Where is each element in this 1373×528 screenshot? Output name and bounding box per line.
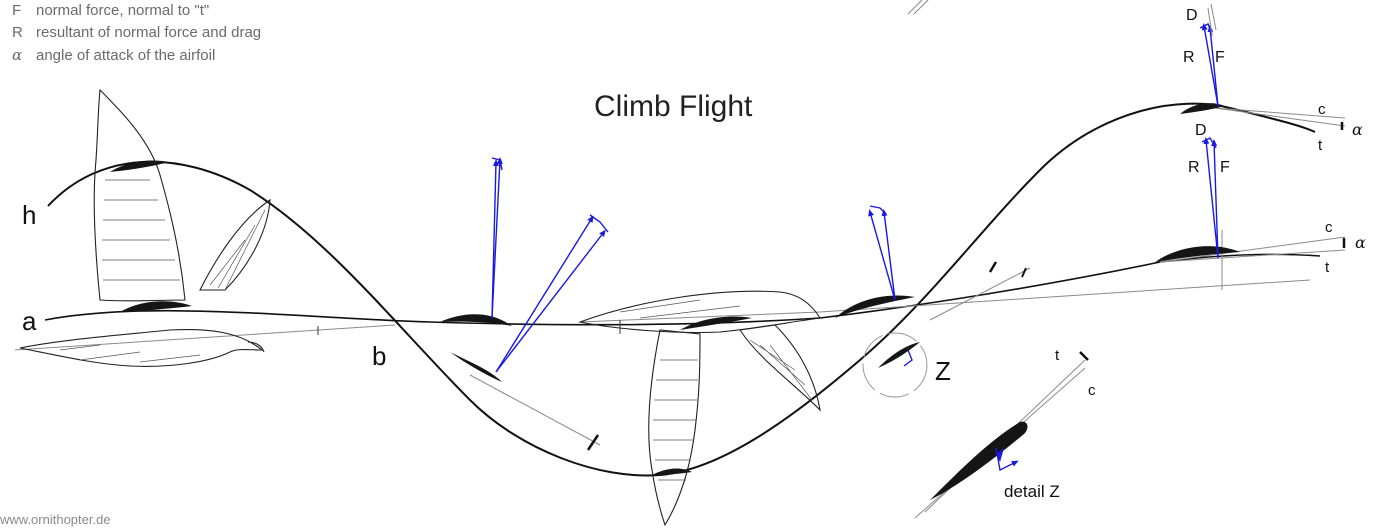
label-c-top: c (1318, 101, 1326, 118)
label-alpha-top: α (1352, 120, 1363, 139)
tick-mark (1022, 268, 1026, 277)
tick-mark (990, 262, 996, 272)
airfoil (450, 352, 502, 382)
airfoil (878, 342, 920, 368)
cropped-line-marks (908, 0, 928, 14)
drag-vector-line (1208, 4, 1216, 36)
tick-mark (588, 435, 598, 450)
label-r-top: R (1183, 49, 1195, 66)
chord-line-b (15, 325, 395, 350)
chord-line-down (470, 375, 600, 445)
label-c-detail: c (1088, 382, 1096, 399)
bird-left-illustration (20, 90, 270, 366)
label-f-mid: F (1220, 159, 1230, 176)
label-a: a (22, 306, 37, 336)
label-h: h (22, 200, 36, 230)
force-vector-group-1 (492, 158, 502, 318)
force-vector-group-2 (496, 215, 608, 372)
force-vector-group-5 (1202, 138, 1218, 258)
force-vector-group-3 (870, 206, 895, 300)
label-r-mid: R (1188, 159, 1200, 176)
tick-mark (1080, 352, 1088, 360)
label-alpha-right: α (1355, 233, 1366, 252)
label-d-top: D (1186, 7, 1198, 24)
label-t-detail: t (1055, 347, 1060, 364)
airfoil (110, 160, 168, 172)
label-z: Z (935, 356, 951, 386)
label-t-top: t (1318, 137, 1323, 154)
label-d-mid: D (1195, 122, 1207, 139)
label-detail-z: detail Z (1004, 482, 1060, 501)
label-b: b (372, 341, 386, 371)
label-t-right: t (1325, 259, 1330, 276)
label-f-top: F (1215, 49, 1225, 66)
source-credit: www.ornithopter.de (0, 512, 111, 527)
label-c-right: c (1325, 219, 1333, 236)
path-a (45, 254, 1320, 324)
